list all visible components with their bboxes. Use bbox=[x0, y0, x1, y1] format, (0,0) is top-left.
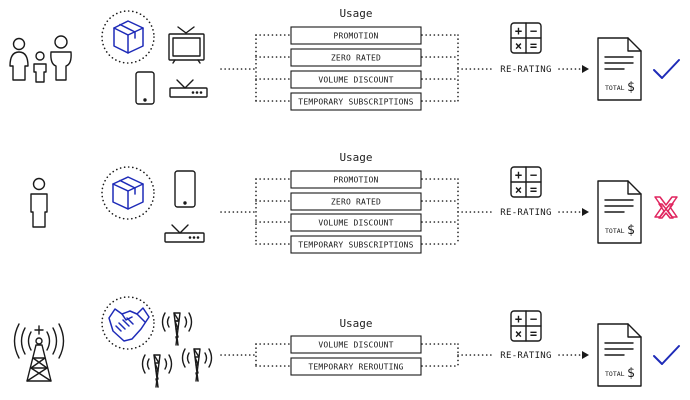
antenna-icon bbox=[141, 354, 173, 388]
rerating-label: RE-RATING bbox=[500, 65, 551, 75]
calc-equals: = bbox=[530, 183, 537, 197]
package-halo bbox=[101, 10, 155, 64]
package-icon bbox=[112, 176, 144, 210]
handshake-icon bbox=[108, 307, 150, 342]
usage-item: PROMOTION bbox=[290, 170, 422, 189]
usage-item: TEMPORARY REROUTING bbox=[290, 357, 422, 376]
usage-item-label: PROMOTION bbox=[333, 176, 378, 185]
invoice-currency: $ bbox=[627, 223, 635, 238]
router-icon bbox=[169, 79, 208, 98]
phone-icon bbox=[135, 71, 155, 105]
usage-item: TEMPORARY SUBSCRIPTIONS bbox=[290, 92, 422, 111]
usage-item: TEMPORARY SUBSCRIPTIONS bbox=[290, 235, 422, 254]
invoice-currency: $ bbox=[627, 366, 635, 381]
package-halo bbox=[101, 166, 155, 220]
check-icon bbox=[653, 59, 680, 79]
rerating-label: RE-RATING bbox=[500, 208, 551, 218]
phone-icon bbox=[174, 170, 196, 208]
usage-title: Usage bbox=[339, 317, 372, 330]
calculator-icon: + − × = bbox=[510, 166, 542, 198]
calculator-icon: + − × = bbox=[510, 22, 542, 54]
row-3: Usage VOLUME DISCOUNT TEMPORARY REROUTIN… bbox=[13, 296, 680, 388]
tv-icon bbox=[168, 26, 205, 64]
rerating-label: RE-RATING bbox=[500, 351, 551, 361]
invoice-icon: TOTAL $ bbox=[597, 323, 642, 387]
bracket-right-ticks bbox=[421, 343, 459, 367]
bracket-left-ticks bbox=[255, 343, 291, 367]
invoice-total-label: TOTAL bbox=[605, 84, 625, 92]
calc-minus: − bbox=[530, 24, 537, 38]
handshake-halo bbox=[101, 296, 155, 350]
invoice-total-label: TOTAL bbox=[605, 370, 625, 378]
usage-item: VOLUME DISCOUNT bbox=[290, 335, 422, 354]
usage-item-label: VOLUME DISCOUNT bbox=[318, 341, 393, 350]
usage-item-label: PROMOTION bbox=[333, 32, 378, 41]
usage-item: PROMOTION bbox=[290, 26, 422, 45]
calc-minus: − bbox=[530, 312, 537, 326]
invoice-icon: TOTAL $ bbox=[597, 37, 642, 101]
usage-title: Usage bbox=[339, 151, 372, 164]
calc-equals: = bbox=[530, 39, 537, 53]
check-icon bbox=[653, 345, 680, 365]
calculator-icon: + − × = bbox=[510, 310, 542, 342]
cross-icon bbox=[654, 196, 678, 219]
router-icon bbox=[164, 224, 205, 243]
calc-plus: + bbox=[515, 24, 522, 38]
package-icon bbox=[113, 20, 144, 54]
usage-item-label: ZERO RATED bbox=[331, 198, 381, 207]
calc-equals: = bbox=[530, 327, 537, 341]
row-2: Usage PROMOTION ZERO RATED VOLUME DISCOU… bbox=[30, 151, 678, 254]
family-icon bbox=[9, 35, 72, 83]
calc-times: × bbox=[515, 39, 522, 53]
calc-plus: + bbox=[515, 312, 522, 326]
usage-item: VOLUME DISCOUNT bbox=[290, 70, 422, 89]
cell-tower-icon bbox=[13, 323, 65, 382]
invoice-icon: TOTAL $ bbox=[597, 180, 642, 244]
bracket-left-ticks bbox=[255, 34, 291, 102]
usage-item-label: TEMPORARY SUBSCRIPTIONS bbox=[298, 98, 413, 107]
usage-item-label: TEMPORARY REROUTING bbox=[308, 363, 403, 372]
antenna-icon bbox=[181, 348, 213, 382]
usage-item: VOLUME DISCOUNT bbox=[290, 213, 422, 232]
usage-item: ZERO RATED bbox=[290, 48, 422, 67]
invoice-currency: $ bbox=[627, 80, 635, 95]
arrow-head-icon bbox=[582, 208, 589, 216]
bracket-right-ticks bbox=[421, 34, 459, 102]
bracket-left-ticks bbox=[255, 178, 291, 245]
person-icon bbox=[30, 177, 48, 228]
arrow-head-icon bbox=[582, 351, 589, 359]
usage-item-label: VOLUME DISCOUNT bbox=[318, 219, 393, 228]
arrow-head-icon bbox=[582, 65, 589, 73]
calc-minus: − bbox=[530, 168, 537, 182]
row-1: Usage PROMOTION ZERO RATED VOLUME DISCOU… bbox=[9, 7, 680, 111]
calc-times: × bbox=[515, 327, 522, 341]
usage-title: Usage bbox=[339, 7, 372, 20]
calc-times: × bbox=[515, 183, 522, 197]
bracket-right-ticks bbox=[421, 178, 459, 245]
usage-item-label: VOLUME DISCOUNT bbox=[318, 76, 393, 85]
invoice-total-label: TOTAL bbox=[605, 227, 625, 235]
calc-plus: + bbox=[515, 168, 522, 182]
usage-item-label: ZERO RATED bbox=[331, 54, 381, 63]
usage-item-label: TEMPORARY SUBSCRIPTIONS bbox=[298, 241, 413, 250]
usage-item: ZERO RATED bbox=[290, 192, 422, 211]
antenna-icon bbox=[161, 312, 193, 346]
